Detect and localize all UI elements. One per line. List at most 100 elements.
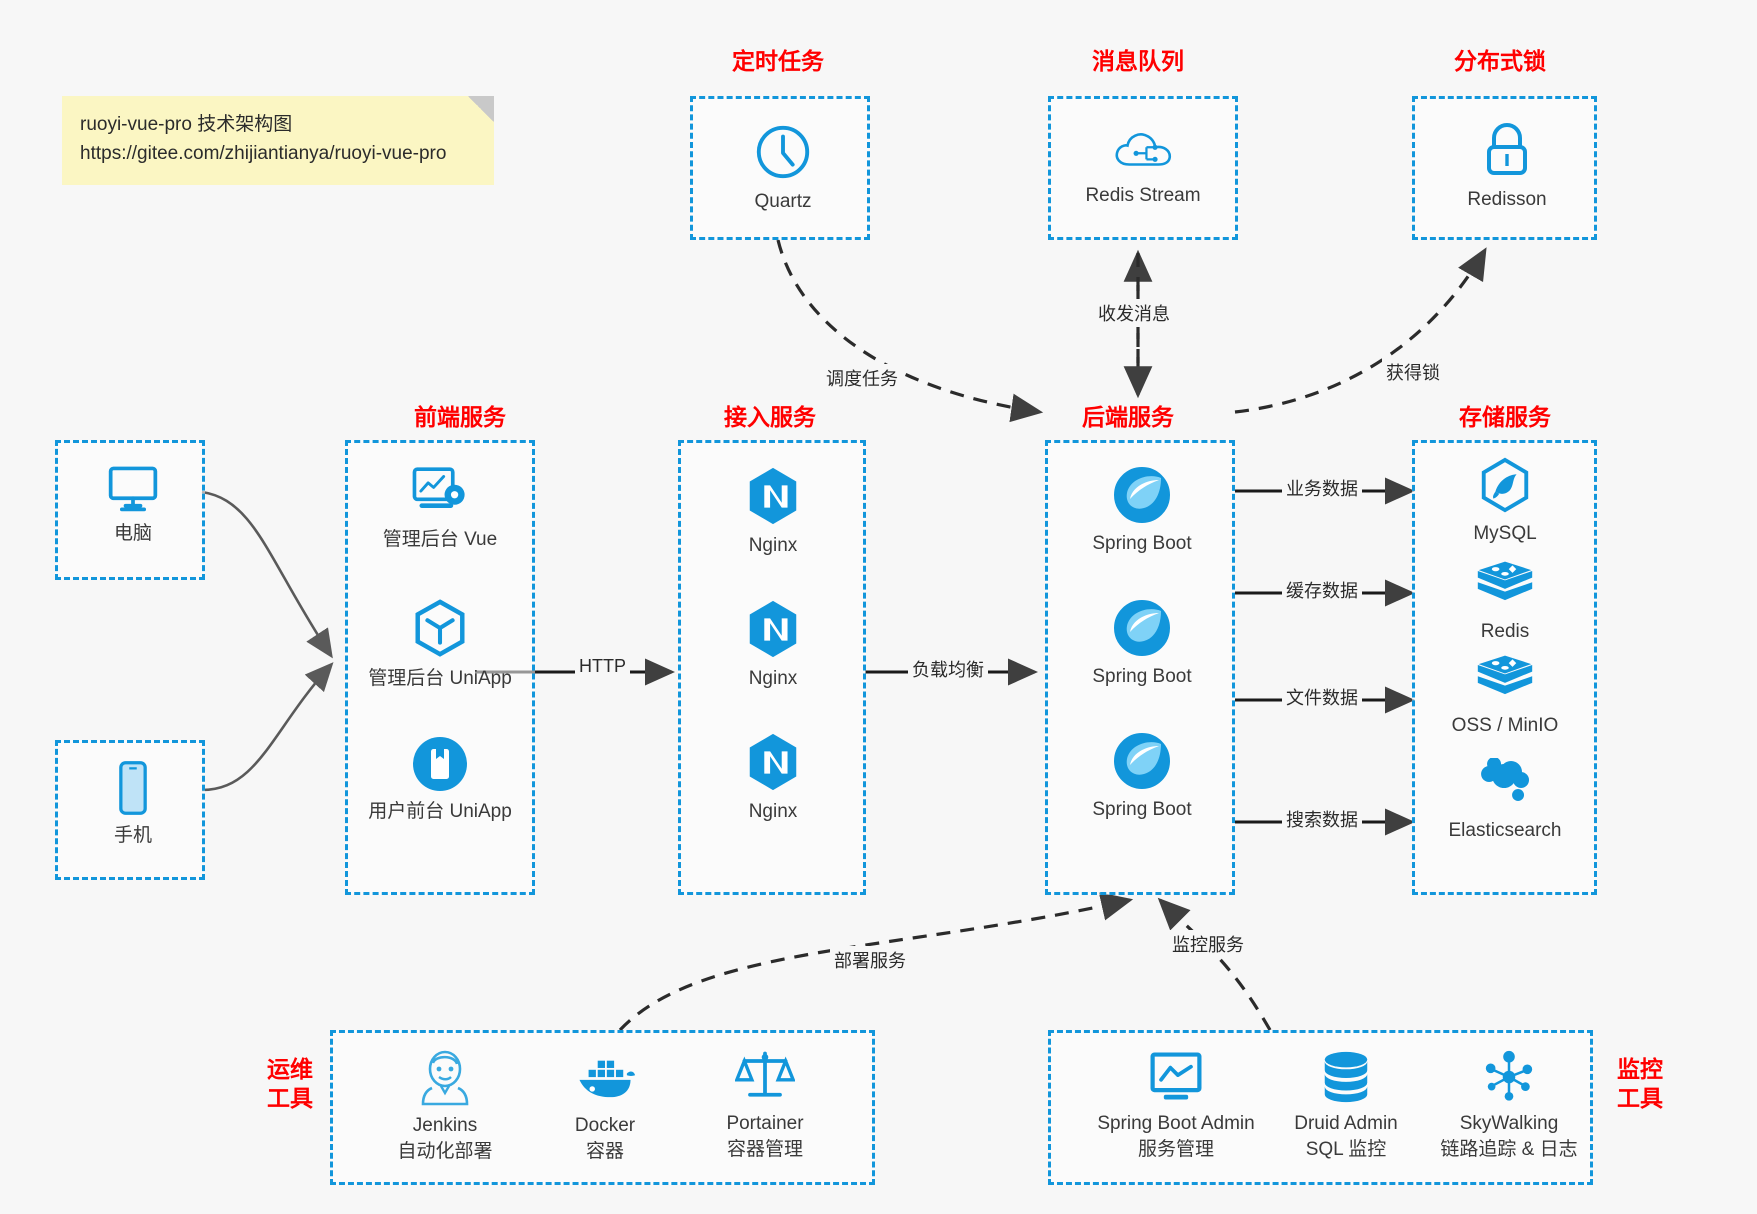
- monitor-chart-icon: [1150, 1052, 1202, 1100]
- node-quartz[interactable]: Quartz: [703, 121, 863, 215]
- edge-label-business-data: 业务数据: [1282, 474, 1362, 502]
- edge-label-send-receive-message: 收发消息: [1094, 299, 1174, 327]
- node-jenkins[interactable]: Jenkins 自动化部署: [355, 1049, 535, 1164]
- node-label: Portainer: [726, 1113, 804, 1134]
- object-storage-stack-icon: [1477, 655, 1533, 695]
- edge-label-http: HTTP: [575, 655, 630, 678]
- edge-label-schedule-task: 调度任务: [822, 364, 902, 392]
- spring-boot-icon: [1114, 467, 1170, 523]
- nginx-icon: [749, 600, 797, 658]
- edge-schedule-task: [776, 239, 1044, 423]
- redis-stack-icon: [1477, 561, 1533, 601]
- dashboard-settings-icon: [412, 467, 465, 508]
- group-title-message-queue: 消息队列: [1092, 48, 1184, 74]
- node-label: 用户前台 UniApp: [368, 801, 512, 822]
- group-title-backend: 后端服务: [1082, 404, 1174, 430]
- node-label: Nginx: [748, 801, 798, 822]
- group-title-distributed-lock: 分布式锁: [1454, 48, 1546, 74]
- sticky-note: ruoyi-vue-pro 技术架构图 https://gitee.com/zh…: [62, 96, 494, 185]
- node-label: Redisson: [1467, 189, 1547, 210]
- edge-label-file-data: 文件数据: [1282, 683, 1362, 711]
- node-spring-boot-1[interactable]: Spring Boot: [1062, 465, 1222, 557]
- node-label: MySQL: [1473, 523, 1537, 544]
- edge-label-cache-data: 缓存数据: [1282, 576, 1362, 604]
- node-elasticsearch[interactable]: Elasticsearch: [1425, 758, 1585, 844]
- group-title-frontend: 前端服务: [414, 404, 506, 430]
- group-box-mobile-client: 手机: [55, 740, 205, 880]
- group-title-monitoring: 监控 工具: [1605, 1055, 1675, 1113]
- docker-whale-icon: [579, 1060, 636, 1098]
- edge-label-monitor-service: 监控服务: [1168, 930, 1248, 958]
- node-nginx-2[interactable]: Nginx: [693, 598, 853, 692]
- node-label: Redis Stream: [1085, 185, 1201, 206]
- node-nginx-1[interactable]: Nginx: [693, 465, 853, 559]
- node-sublabel: 容器: [585, 1140, 624, 1162]
- node-spring-boot-admin[interactable]: Spring Boot Admin 服务管理: [1071, 1049, 1281, 1162]
- node-label: Elasticsearch: [1448, 820, 1562, 841]
- edge-label-search-data: 搜索数据: [1282, 805, 1362, 833]
- mysql-dolphin-icon: [1481, 457, 1529, 513]
- group-box-distributed-lock: Redisson: [1412, 96, 1597, 240]
- node-label: SkyWalking: [1459, 1113, 1559, 1134]
- edge-deploy-service: [618, 892, 1134, 1032]
- node-graph-icon: [1485, 1050, 1533, 1101]
- edge-monitor-service: [1157, 897, 1272, 1031]
- node-sublabel: 服务管理: [1137, 1138, 1214, 1160]
- node-mobile[interactable]: 手机: [53, 759, 213, 849]
- node-label: Spring Boot: [1092, 666, 1192, 687]
- group-box-frontend: 管理后台 Vue 管理后台 UniApp 用户前台 UniApp: [345, 440, 535, 895]
- group-title-monitoring-line1: 监控: [1617, 1056, 1663, 1082]
- group-box-message-queue: Redis Stream: [1048, 96, 1238, 240]
- node-label: Spring Boot Admin: [1097, 1113, 1255, 1134]
- app-book-icon: [413, 737, 467, 791]
- note-title: ruoyi-vue-pro 技术架构图: [80, 114, 293, 135]
- node-label: Docker: [574, 1115, 636, 1136]
- group-box-devops: Jenkins 自动化部署 Docker 容器: [330, 1030, 875, 1185]
- node-redis-stream[interactable]: Redis Stream: [1063, 121, 1223, 209]
- node-spring-boot-2[interactable]: Spring Boot: [1062, 598, 1222, 690]
- node-admin-uniapp[interactable]: 管理后台 UniApp: [360, 598, 520, 692]
- node-label: 管理后台 Vue: [382, 529, 498, 550]
- note-url: https://gitee.com/zhijiantianya/ruoyi-vu…: [80, 143, 447, 165]
- group-box-scheduled-task: Quartz: [690, 96, 870, 240]
- node-label: OSS / MinIO: [1451, 715, 1559, 736]
- node-portainer[interactable]: Portainer 容器管理: [675, 1047, 855, 1162]
- node-sublabel: 自动化部署: [397, 1140, 493, 1162]
- node-druid-admin[interactable]: Druid Admin SQL 监控: [1251, 1049, 1441, 1162]
- group-title-gateway: 接入服务: [724, 404, 816, 430]
- node-redis[interactable]: Redis: [1425, 559, 1585, 645]
- node-skywalking[interactable]: SkyWalking 链路追踪 & 日志: [1409, 1049, 1609, 1162]
- desktop-monitor-icon: [108, 466, 158, 512]
- node-mysql[interactable]: MySQL: [1425, 457, 1585, 547]
- edge-mobile-to-frontend: [201, 662, 334, 792]
- node-label: Jenkins: [412, 1115, 478, 1136]
- node-label: Druid Admin: [1294, 1113, 1398, 1134]
- group-box-desktop-client: 电脑: [55, 440, 205, 580]
- lock-icon: [1487, 123, 1527, 175]
- node-user-uniapp[interactable]: 用户前台 UniApp: [360, 735, 520, 825]
- edge-acquire-lock: [1234, 247, 1487, 414]
- edge-label-load-balance: 负载均衡: [908, 655, 988, 683]
- node-oss-minio[interactable]: OSS / MinIO: [1425, 653, 1585, 739]
- group-title-devops-line1: 运维: [267, 1056, 313, 1082]
- node-admin-vue[interactable]: 管理后台 Vue: [360, 463, 520, 553]
- jenkins-butler-icon: [421, 1050, 469, 1106]
- group-box-monitoring: Spring Boot Admin 服务管理 Druid Admin SQL 监…: [1048, 1030, 1593, 1185]
- spring-boot-icon: [1114, 600, 1170, 656]
- cube-hexagon-icon: [415, 599, 465, 657]
- group-box-backend: Spring Boot Spring Boot Spring Boot: [1045, 440, 1235, 895]
- node-label: Spring Boot: [1092, 799, 1192, 820]
- node-nginx-3[interactable]: Nginx: [693, 731, 853, 825]
- node-spring-boot-3[interactable]: Spring Boot: [1062, 731, 1222, 823]
- node-docker[interactable]: Docker 容器: [515, 1049, 695, 1164]
- group-box-storage: MySQL Redis OSS / MinIO: [1412, 440, 1597, 895]
- node-desktop[interactable]: 电脑: [53, 461, 213, 547]
- node-label: Quartz: [754, 191, 812, 212]
- node-label: 电脑: [113, 523, 152, 544]
- node-redisson[interactable]: Redisson: [1427, 121, 1587, 213]
- group-title-monitoring-line2: 工具: [1617, 1084, 1663, 1111]
- group-title-devops: 运维 工具: [255, 1055, 325, 1113]
- edge-label-deploy-service: 部署服务: [830, 946, 910, 974]
- cloud-network-icon: [1115, 133, 1171, 166]
